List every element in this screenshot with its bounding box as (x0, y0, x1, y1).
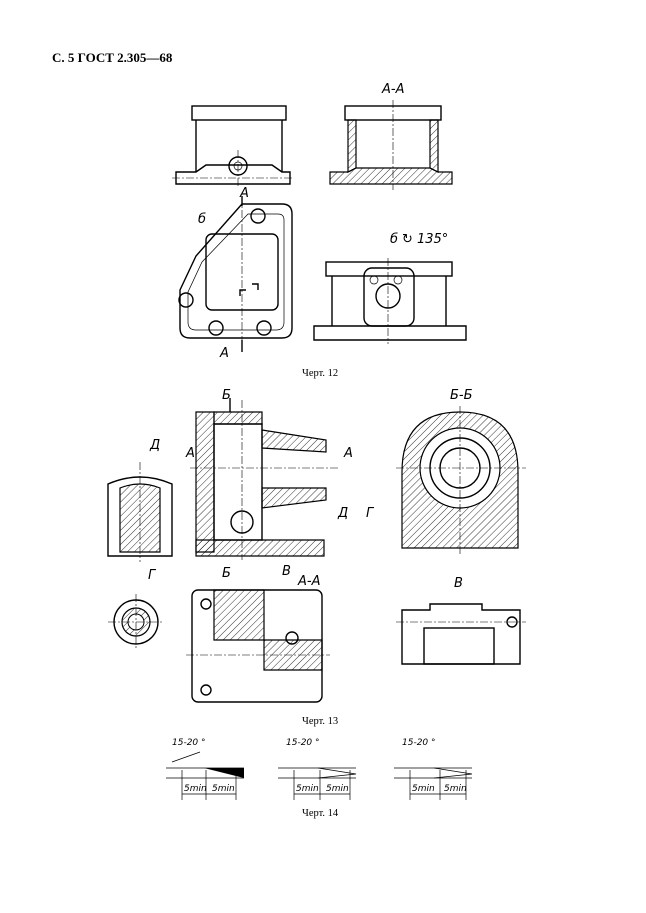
fig12-section-mark-bottom: А (220, 346, 229, 361)
fig13-view-d-title: Д (150, 438, 161, 453)
fig12-plan-view (178, 196, 293, 352)
fig13-view-v (396, 603, 526, 665)
fig14-dim-left-2: 5min (296, 784, 319, 794)
fig14-dim-left-1: 5min (184, 784, 207, 794)
fig14-dim-right-2: 5min (326, 784, 349, 794)
rotation-icon: ↻ (402, 232, 413, 247)
fig13-mark-d: Д (338, 506, 349, 521)
page-header: С. 5 ГОСТ 2.305—68 (52, 50, 173, 65)
fig12-section-aa (329, 100, 453, 190)
fig13-mark-b-top: Б (222, 388, 231, 403)
fig13-mark-b-bottom: Б (222, 566, 231, 581)
fig14-weld-1 (166, 751, 244, 800)
fig14-angle-2: 15-20 ° (286, 738, 320, 748)
fig14-caption: Черт. 14 (302, 808, 339, 819)
fig13-view-d (107, 462, 173, 562)
fig14-angle-1: 15-20 ° (172, 738, 206, 748)
rotated-view-letter: б (390, 232, 399, 247)
fig13-mark-a-right: А (344, 446, 353, 461)
fig12-front-view (172, 105, 294, 188)
fig12-rotated-view (313, 258, 467, 344)
fig13-view-g (108, 594, 164, 650)
fig13-view-g-title: Г (148, 568, 156, 583)
fig13-mark-a-left: А (186, 446, 195, 461)
fig14-dim-right-1: 5min (212, 784, 235, 794)
fig13-mark-g: Г (366, 506, 374, 521)
fig12-section-mark-top: А (240, 186, 249, 201)
fig12-view-mark: б (198, 212, 207, 227)
rotation-angle: 135° (416, 232, 449, 247)
fig13-section-bb-title: Б-Б (450, 388, 473, 403)
fig12-rotated-view-label: б ↻ 135° (390, 230, 448, 248)
fig13-section-aa (186, 589, 330, 703)
fig13-section-bb (396, 406, 526, 556)
fig13-view-v-title: В (454, 576, 463, 591)
fig13-caption: Черт. 13 (302, 716, 339, 727)
fig13-mark-v: В (282, 564, 291, 579)
fig13-main-section (190, 398, 340, 560)
fig12-section-title: А-А (382, 82, 405, 97)
fig14-dim-right-3: 5min (444, 784, 467, 794)
fig12-caption: Черт. 12 (302, 368, 339, 379)
fig14-weld-3 (394, 767, 473, 800)
fig14-angle-3: 15-20 ° (402, 738, 436, 748)
fig14-dim-left-3: 5min (412, 784, 435, 794)
fig13-section-aa-title: А-А (298, 574, 321, 589)
fig14-weld-2 (278, 767, 357, 800)
